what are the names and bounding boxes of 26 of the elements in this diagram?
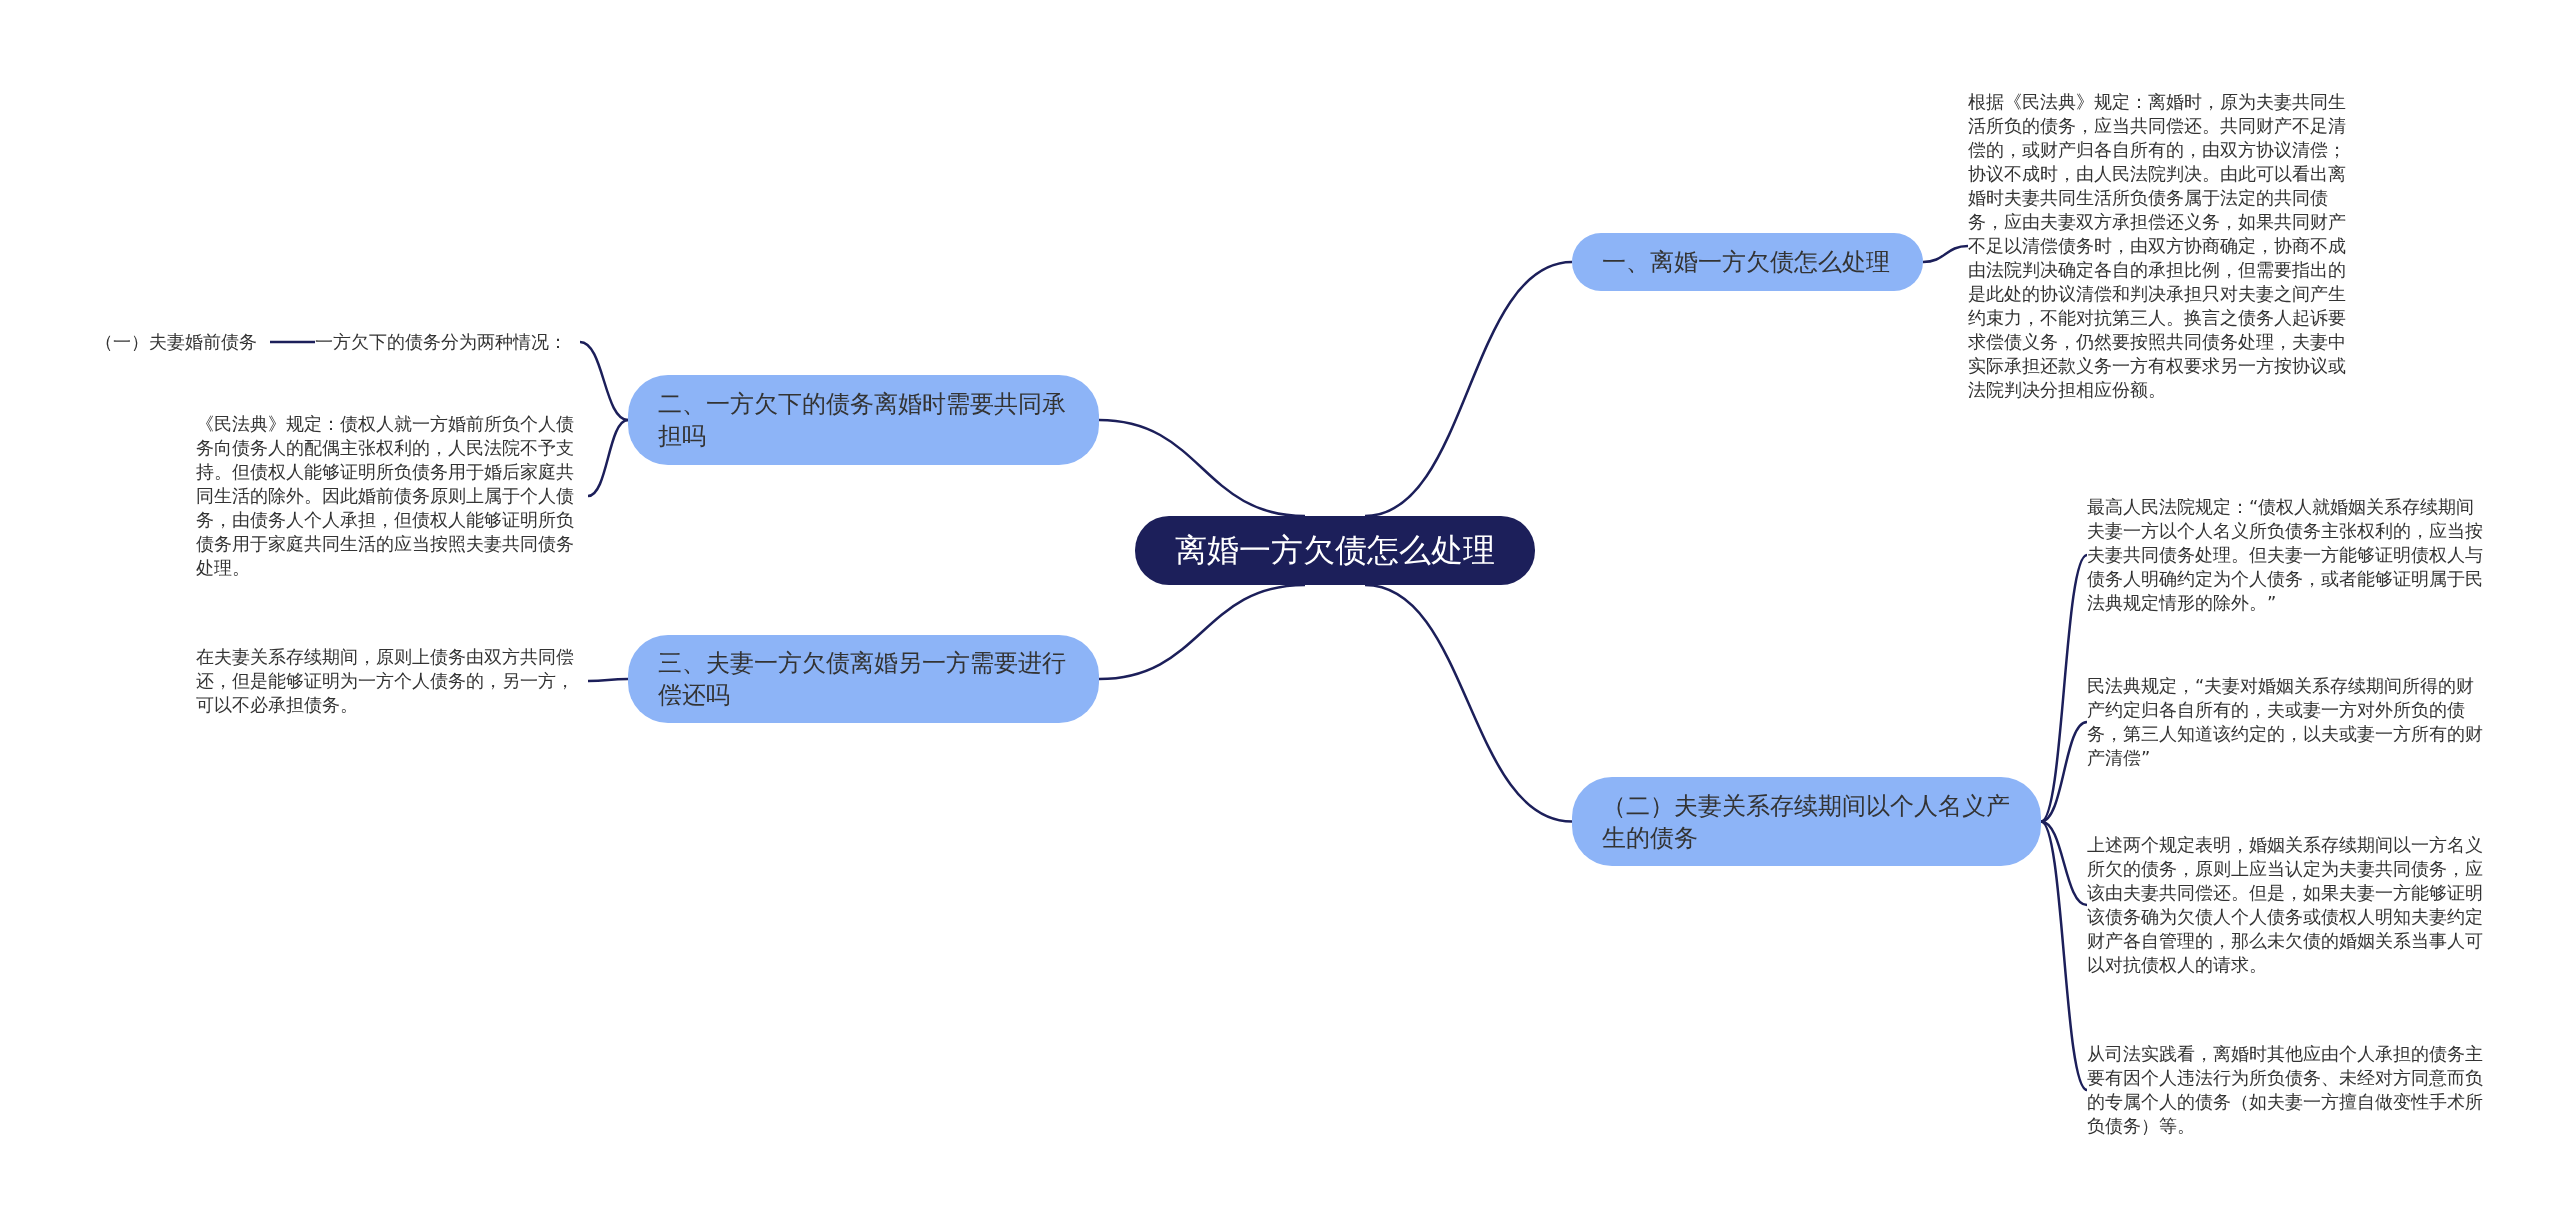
topic-pill: 二、一方欠下的债务离婚时需要共同承担吗: [628, 375, 1099, 465]
note-text: 上述两个规定表明，婚姻关系存续期间以一方名义所欠的债务，原则上应当认定为夫妻共同债务，应该由夫妻共同偿还。但是，如果夫妻一方能够证明该债务确为欠债人个人债务或债权人明知夫妻约定财产各自管理的，那么未欠债的婚姻关系当事人可以对抗债权人的请求。: [2087, 833, 2487, 977]
note-text: （一）夫妻婚前债务: [95, 330, 270, 354]
connector-line: [1364, 260, 1573, 518]
note-text: 《民法典》规定：债权人就一方婚前所负个人债务向债务人的配偶主张权利的，人民法院不予支持。但债权人能够证明所负债务用于婚后家庭共同生活的除外。因此婚前债务原则上属于个人债务，由债务人个人承担，但债权人能够证明所负债务用于家庭共同生活的应当按照夫妻共同债务处理。: [196, 412, 588, 580]
connector-line: [588, 677, 628, 683]
connector-line: [1098, 418, 1306, 518]
note-text: 根据《民法典》规定：离婚时，原为夫妻共同生活所负的债务，应当共同偿还。共同财产不足清偿的，或财产归各自所有的，由双方协议清偿；协议不成时，由人民法院判决。由此可以看出离婚时夫妻共同生活所负债务属于法定的共同债务，应由夫妻双方承担偿还义务，如果共同财产不足以清偿债务时，由双方协商确定，协商不成由法院判决确定各自的承担比例，但需要指出的是此处的协议清偿和判决承担只对夫妻之间产生约束力，不能对抗第三人。换言之债务人起诉要求偿债义务，仍然要按照共同债务处理，夫妻中实际承担还款义务一方有权要求另一方按协议或法院判决分担相应份额。: [1968, 90, 2363, 402]
topic-pill: 一、离婚一方欠债怎么处理: [1572, 233, 1923, 291]
connector-line: [1364, 583, 1573, 823]
connector-line: [270, 340, 315, 344]
note-text: 民法典规定，“夫妻对婚姻关系存续期间所得的财产约定归各自所有的，夫或妻一方对外所负的债务，第三人知道该约定的，以夫或妻一方所有的财产清偿”: [2087, 674, 2487, 770]
topic-pill: 三、夫妻一方欠债离婚另一方需要进行偿还吗: [628, 635, 1099, 723]
note-text: 一方欠下的债务分为两种情况：: [315, 330, 580, 354]
connector-line: [1098, 583, 1306, 681]
connector-line: [2040, 720, 2088, 823]
note-text: 最高人民法院规定：“债权人就婚姻关系存续期间夫妻一方以个人名义所负债务主张权利的，应当按夫妻共同债务处理。但夫妻一方能够证明债权人与债务人明确约定为个人债务，或者能够证明属于民法典规定情形的除外。”: [2087, 495, 2487, 615]
connector-line: [579, 340, 629, 422]
topic-pill: （二）夫妻关系存续期间以个人名义产生的债务: [1572, 777, 2041, 866]
connector-line: [1922, 244, 1969, 264]
connector-line: [2040, 554, 2088, 823]
central-topic: 离婚一方欠债怎么处理: [1135, 516, 1535, 585]
note-text: 从司法实践看，离婚时其他应由个人承担的债务主要有因个人违法行为所负债务、未经对方同意而负的专属个人的债务（如夫妻一方擅自做变性手术所负债务）等。: [2087, 1042, 2487, 1138]
connector-line: [587, 418, 629, 498]
note-text: 在夫妻关系存续期间，原则上债务由双方共同偿还，但是能够证明为一方个人债务的，另一方，可以不必承担债务。: [196, 645, 588, 717]
connector-line: [2040, 820, 2088, 1091]
